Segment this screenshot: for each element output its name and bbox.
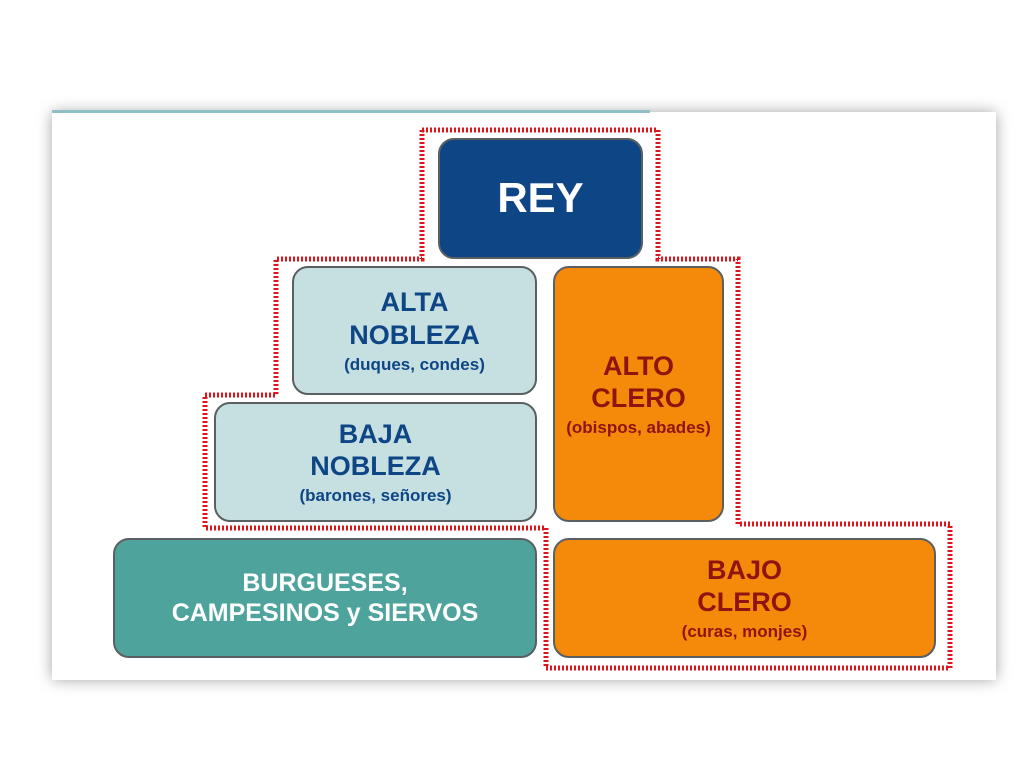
box-burgueses: BURGUESES, CAMPESINOS y SIERVOS xyxy=(113,538,537,658)
burgueses-line1: BURGUESES, xyxy=(242,569,408,597)
alto-clero-line1: ALTO xyxy=(603,350,674,381)
alta-nobleza-line2: NOBLEZA xyxy=(349,319,480,350)
box-alto-clero: ALTO CLERO (obispos, abades) xyxy=(553,266,724,522)
bajo-clero-sub: (curas, monjes) xyxy=(681,622,808,642)
alto-clero-sub: (obispos, abades) xyxy=(566,418,711,438)
box-rey: REY xyxy=(438,138,643,259)
box-alta-nobleza: ALTA NOBLEZA (duques, condes) xyxy=(292,266,537,395)
burgueses-line2: CAMPESINOS y SIERVOS xyxy=(171,599,479,627)
baja-nobleza-line1: BAJA xyxy=(338,418,413,449)
alta-nobleza-line1: ALTA xyxy=(380,287,449,318)
baja-nobleza-line2: NOBLEZA xyxy=(310,451,441,481)
top-rule-line xyxy=(52,110,650,113)
bajo-clero-line2: CLERO xyxy=(697,587,792,617)
alto-clero-line2: CLERO xyxy=(591,383,686,413)
box-bajo-clero: BAJO CLERO (curas, monjes) xyxy=(553,538,936,658)
baja-nobleza-sub: (barones, señores) xyxy=(299,486,452,506)
bajo-clero-line1: BAJO xyxy=(706,554,782,585)
box-baja-nobleza: BAJA NOBLEZA (barones, señores) xyxy=(214,402,537,522)
alta-nobleza-sub: (duques, condes) xyxy=(344,354,485,374)
rey-title: REY xyxy=(497,174,584,222)
